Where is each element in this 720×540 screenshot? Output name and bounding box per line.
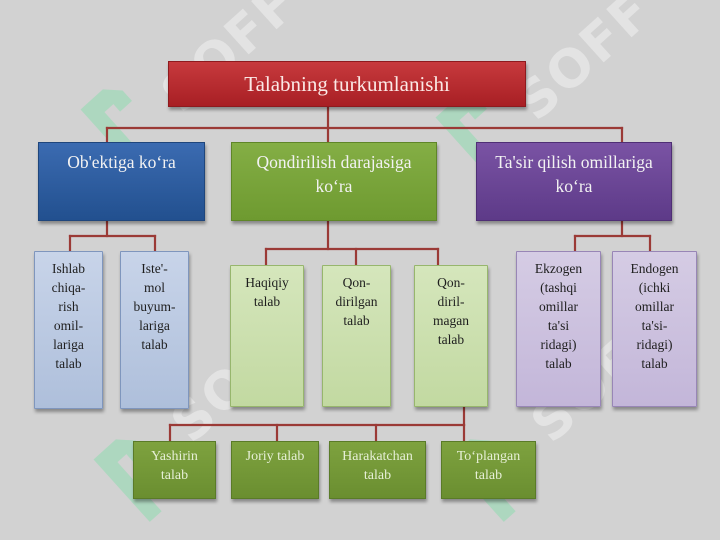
leaf-line: talab [641, 356, 668, 371]
unmet-type-line: Harakatchan [342, 449, 413, 464]
leaf-line: ta'si [547, 318, 570, 333]
unmet-type-accumulated: To‘plangan talab [441, 441, 536, 499]
leaf-line: ridagi) [636, 337, 673, 352]
leaf-actual: Haqiqiy talab [230, 265, 304, 407]
leaf-line: ta'si- [641, 318, 668, 333]
leaf-line: Haqiqiy [245, 275, 289, 290]
leaf-line: chiqa- [51, 280, 86, 295]
unmet-type-hidden: Yashirin talab [133, 441, 216, 499]
leaf-line: (tashqi [540, 280, 577, 295]
leaf-satisfied: Qon- dirilgan talab [322, 265, 391, 407]
leaf-line: diril- [437, 294, 465, 309]
category-influence: Ta'sir qilish omillariga ko‘ra [476, 142, 672, 221]
leaf-line: Qon- [437, 275, 465, 290]
leaf-line: lariga [53, 337, 84, 352]
leaf-consumer-goods: Iste'- mol buyum- lariga talab [120, 251, 189, 409]
leaf-line: Qon- [342, 275, 371, 290]
unmet-type-line: talab [160, 468, 189, 483]
leaf-line: buyum- [133, 299, 176, 314]
leaf-line: talab [545, 356, 572, 371]
leaf-line: talab [141, 337, 168, 352]
unmet-type-line: Joriy talab [245, 449, 305, 464]
root-node: Talabning turkumlanishi [168, 61, 526, 107]
unmet-type-line: talab [474, 468, 503, 483]
leaf-exogenous: Ekzogen (tashqi omillar ta'si ridagi) ta… [516, 251, 601, 407]
leaf-line: dirilgan [335, 294, 378, 309]
leaf-line: talab [343, 313, 370, 328]
leaf-line: lariga [139, 318, 170, 333]
category-label: Ta'sir qilish omillariga ko‘ra [495, 152, 653, 196]
leaf-line: talab [253, 294, 281, 309]
unmet-type-line: Yashirin [151, 449, 198, 464]
leaf-line: Iste'- [141, 261, 168, 276]
root-label: Talabning turkumlanishi [244, 71, 450, 96]
leaf-line: mol [143, 280, 165, 295]
leaf-line: Endogen [630, 261, 679, 276]
leaf-line: Ekzogen [534, 261, 583, 276]
category-label: Qondirilish darajasiga ko‘ra [256, 152, 412, 196]
leaf-production-factors: Ishlab chiqa- rish omil- lariga talab [34, 251, 103, 409]
category-object: Ob'ektiga ko‘ra [38, 142, 205, 221]
unmet-type-mobile: Harakatchan talab [329, 441, 426, 499]
leaf-line: omillar [635, 299, 674, 314]
leaf-endogenous: Endogen (ichki omillar ta'si- ridagi) ta… [612, 251, 697, 407]
leaf-line: Ishlab [51, 261, 85, 276]
unmet-type-line: To‘plangan [456, 449, 521, 464]
leaf-line: omillar [538, 299, 578, 314]
unmet-type-line: talab [363, 468, 392, 483]
leaf-line: ridagi) [540, 337, 577, 352]
leaf-line: omil- [53, 318, 84, 333]
leaf-line: talab [437, 332, 465, 347]
category-satisfaction: Qondirilish darajasiga ko‘ra [231, 142, 437, 221]
leaf-line: (ichki [638, 280, 671, 295]
unmet-type-current: Joriy talab [231, 441, 319, 499]
leaf-line: rish [58, 299, 79, 314]
leaf-line: magan [433, 313, 469, 328]
category-label: Ob'ektiga ko‘ra [67, 152, 176, 172]
leaf-line: talab [55, 356, 82, 371]
leaf-unsatisfied: Qon- diril- magan talab [414, 265, 488, 407]
